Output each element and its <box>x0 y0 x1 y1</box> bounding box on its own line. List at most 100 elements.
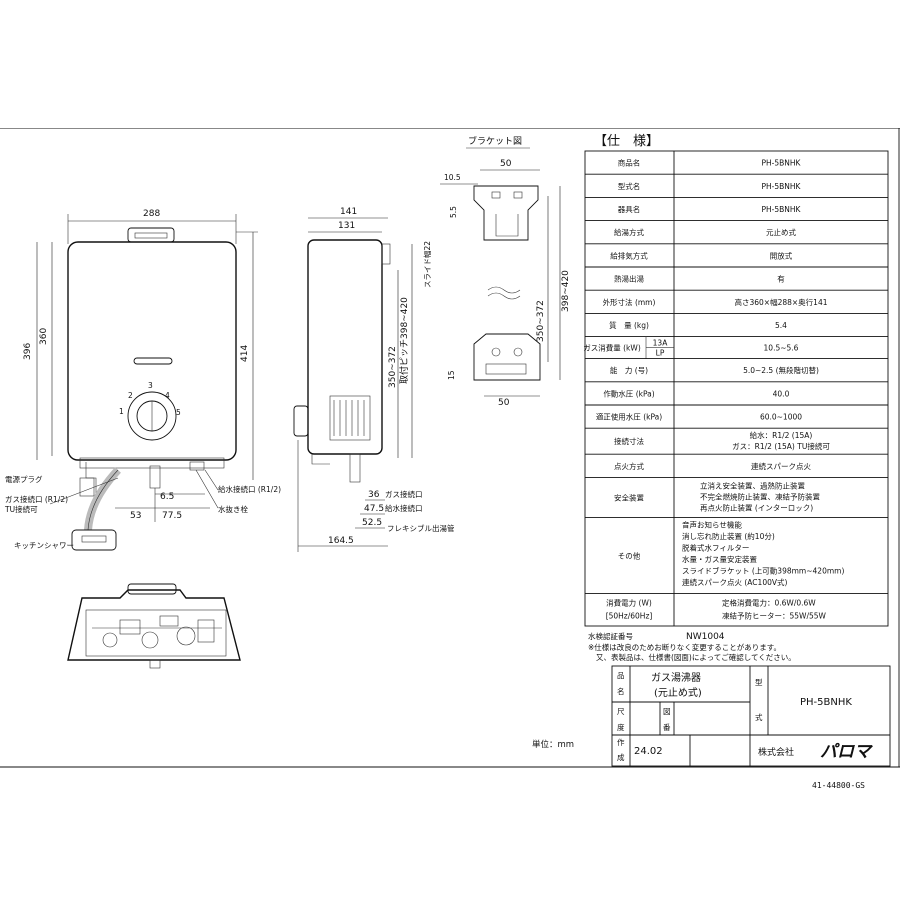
spec-key: 器具名 <box>618 204 641 214</box>
spec-value: PH-5BNHK <box>762 182 802 191</box>
other-line: 水量・ガス量安定装置 <box>682 554 757 564</box>
safety-line: 立消え安全装置、過熱防止装置 <box>700 480 805 490</box>
spec-key: 質 量 (kg) <box>609 320 649 330</box>
bracket-h398: 398~420 <box>561 270 571 312</box>
svg-text:3: 3 <box>148 381 153 390</box>
safety-line: 再点火防止装置 (インターロック) <box>700 502 813 512</box>
side-d164-5: 164.5 <box>328 536 354 546</box>
tb-date: 24.02 <box>634 746 663 757</box>
other-label: その他 <box>618 550 641 560</box>
power-label: 消費電力 (W) <box>606 597 652 607</box>
bracket-h350: 350~372 <box>536 300 546 342</box>
front-d77-5: 77.5 <box>162 511 182 521</box>
side-h350: 350~372 <box>388 346 398 388</box>
spec-value: 40.0 <box>773 389 790 398</box>
spec-key: 能 力 (号) <box>610 365 648 375</box>
tb-company: 株式会社 <box>758 746 794 758</box>
note-2: 又、表製品は、仕様書(図面)によってご確認してください。 <box>596 652 796 662</box>
front-h414: 414 <box>240 345 250 362</box>
bracket-view: ブラケット図 50 10.5 5.5 15 50 350~372 398~420 <box>440 135 571 408</box>
spec-value: 高さ360×幅288×奥行141 <box>734 297 827 307</box>
drawing-ref: 41-44800-GS <box>812 781 865 790</box>
side-w141: 141 <box>340 207 357 217</box>
temperature-dial <box>127 391 177 441</box>
safety-line: 不完全燃焼防止装置、凍結予防装置 <box>700 491 820 501</box>
spec-key: 商品名 <box>618 158 641 168</box>
side-flexible-label: フレキシブル出湯管 <box>387 523 455 533</box>
spec-key: 型式名 <box>618 181 641 191</box>
other-line: 消し忘れ防止装置 (約10分) <box>682 531 775 541</box>
bracket-w50: 50 <box>500 159 512 169</box>
other-line: 連続スパーク点火 (AC100V式) <box>682 577 787 587</box>
front-d53: 53 <box>130 511 141 521</box>
front-width-label: 288 <box>143 209 160 219</box>
gas-inlet-label: ガス接続口 (R1/2) <box>5 494 68 504</box>
bottom-body <box>67 589 241 661</box>
gas-label: ガス消費量 (kW) <box>583 343 641 353</box>
bracket-d10-5: 10.5 <box>444 173 461 182</box>
safety-label: 安全装置 <box>614 492 644 502</box>
front-view: 288 3 2 1 4 5 396 360 414 <box>4 209 281 551</box>
unit-label: 単位：mm <box>532 740 575 750</box>
tb-sei: 成 <box>617 752 625 762</box>
bracket-d5-5: 5.5 <box>449 206 458 218</box>
drawing-frame: 288 3 2 1 4 5 396 360 414 <box>0 127 900 768</box>
side-d36: 36 <box>368 490 380 500</box>
power-hz: [50Hz/60Hz] <box>606 611 653 620</box>
paloma-logo: パロマ <box>820 742 873 762</box>
spec-key: 点火方式 <box>614 461 644 471</box>
spec-value: 5.4 <box>775 321 787 330</box>
tb-product-sub: (元止め式) <box>654 686 702 699</box>
title-block: 品 名 ガス湯沸器 (元止め式) 型 式 PH-5BNHK 尺 度 図 番 作 … <box>611 665 891 767</box>
spec-key: 外形寸法 (mm) <box>603 297 656 307</box>
spec-key: 給湯方式 <box>614 227 644 237</box>
tb-mei: 名 <box>617 686 625 696</box>
spec-value: 5.0~2.5 (無段階切替) <box>743 365 819 375</box>
front-gas-pipe <box>149 465 161 489</box>
kitchen-shower-icon <box>71 529 117 551</box>
bracket-w50b: 50 <box>498 398 510 408</box>
tb-zu: 図 <box>663 707 671 716</box>
cert-value: NW1004 <box>686 632 725 642</box>
spec-value: 有 <box>777 274 785 284</box>
side-d47-5: 47.5 <box>364 504 384 514</box>
side-pitch: 取付ピッチ398~420 <box>399 297 410 384</box>
power-line: 凍結予防ヒーター：55W/55W <box>722 610 827 620</box>
svg-text:2: 2 <box>128 391 133 400</box>
side-water-label: 給水接続口 <box>385 503 423 513</box>
spec-title: 【仕 様】 <box>594 134 659 149</box>
tb-model: PH-5BNHK <box>800 697 852 708</box>
spec-value: PH-5BNHK <box>762 159 802 168</box>
power-plug-label: 電源プラグ <box>5 474 43 484</box>
tb-ban: 番 <box>663 722 671 732</box>
side-gas-label: ガス接続口 <box>385 489 423 499</box>
side-d52-5: 52.5 <box>362 518 382 528</box>
spec-value: 連続スパーク点火 <box>751 461 811 471</box>
connection-line: 給水：R1/2 (15A) <box>750 430 813 440</box>
svg-text:5: 5 <box>176 408 181 417</box>
bracket-title: ブラケット図 <box>468 135 522 147</box>
drawing-svg: 288 3 2 1 4 5 396 360 414 <box>0 127 900 768</box>
gas-lp: LP <box>656 349 665 358</box>
tb-do: 度 <box>617 722 625 732</box>
svg-text:1: 1 <box>119 407 124 416</box>
svg-text:4: 4 <box>165 391 170 400</box>
connection-label: 接続寸法 <box>614 436 644 446</box>
front-body <box>67 241 237 461</box>
side-w131: 131 <box>338 221 355 231</box>
side-dial <box>293 405 309 437</box>
other-line: 脱着式水フィルター <box>682 542 749 552</box>
spec-key: 熱湯出湯 <box>614 274 644 284</box>
spec-key: 作動水圧 (kPa) <box>603 388 654 398</box>
power-plug-icon <box>79 477 95 497</box>
side-body <box>307 239 383 455</box>
side-view: 141 131 スライド幅22 取付ピッチ398~420 350~372 36 … <box>293 207 455 552</box>
power-line: 定格消費電力：0.6W/0.6W <box>722 597 816 607</box>
side-slide: スライド幅22 <box>422 241 432 288</box>
spec-key: 給排気方式 <box>610 250 648 260</box>
tb-product: ガス湯沸器 <box>651 671 701 684</box>
tb-saku: 作 <box>617 737 625 747</box>
tb-kata: 型 <box>755 678 763 687</box>
tb-hin: 品 <box>617 671 625 680</box>
tb-shaku: 尺 <box>617 707 625 716</box>
